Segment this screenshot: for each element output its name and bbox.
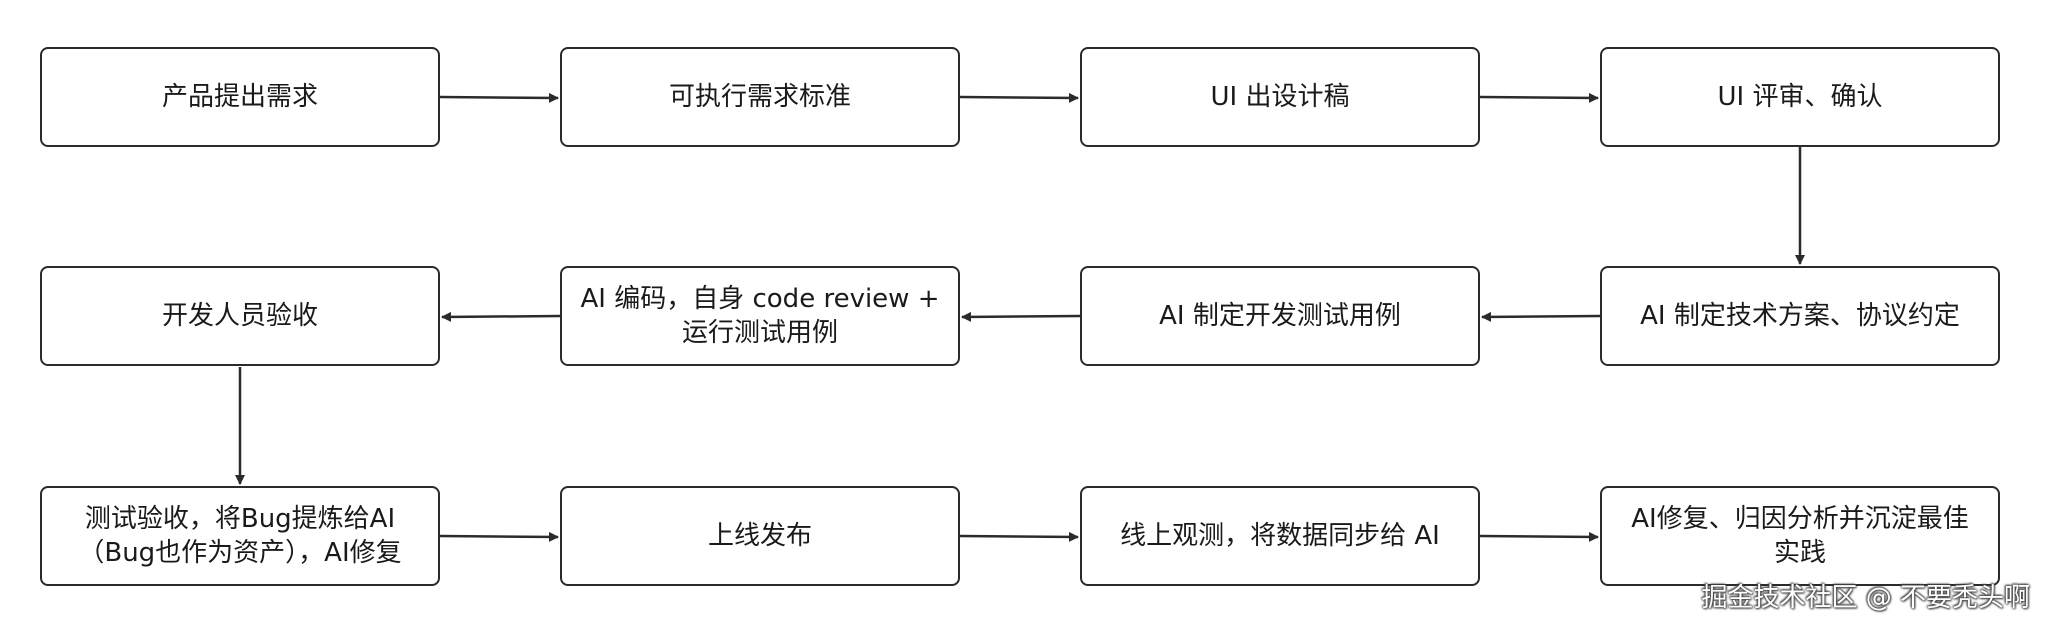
- node-ui-design[interactable]: UI 出设计稿: [1080, 47, 1480, 147]
- arrow-n2-n3: [959, 92, 1079, 103]
- node-label: AI 编码，自身 code review + 运行测试用例: [580, 284, 940, 348]
- node-release[interactable]: 上线发布: [560, 486, 960, 586]
- arrow-n7-n8: [441, 311, 561, 322]
- node-test-acceptance[interactable]: 测试验收，将Bug提炼给AI （Bug也作为资产），AI修复: [40, 486, 440, 586]
- node-label: 上线发布: [707, 521, 812, 551]
- arrow-n5-n6: [1481, 311, 1601, 322]
- node-ai-fix-analysis[interactable]: AI修复、归因分析并沉淀最佳 实践: [1600, 486, 2000, 586]
- node-label: UI 评审、确认: [1717, 82, 1883, 112]
- node-ai-test-cases[interactable]: AI 制定开发测试用例: [1080, 266, 1480, 366]
- arrow-n11-n12: [1479, 531, 1599, 542]
- node-label: AI 制定开发测试用例: [1159, 301, 1401, 331]
- node-label: UI 出设计稿: [1210, 82, 1350, 112]
- node-product-requirement[interactable]: 产品提出需求: [40, 47, 440, 147]
- node-ai-coding[interactable]: AI 编码，自身 code review + 运行测试用例: [560, 266, 960, 366]
- node-label: AI 制定技术方案、协议约定: [1640, 301, 1960, 331]
- node-label: 可执行需求标准: [668, 82, 851, 112]
- arrow-n1-n2: [439, 92, 559, 103]
- node-executable-standard[interactable]: 可执行需求标准: [560, 47, 960, 147]
- node-ai-tech-plan[interactable]: AI 制定技术方案、协议约定: [1600, 266, 2000, 366]
- node-online-observation[interactable]: 线上观测，将数据同步给 AI: [1080, 486, 1480, 586]
- node-label: 测试验收，将Bug提炼给AI （Bug也作为资产），AI修复: [78, 504, 402, 568]
- arrow-n6-n7: [961, 311, 1081, 322]
- node-label: 开发人员验收: [161, 301, 318, 331]
- node-label: 线上观测，将数据同步给 AI: [1120, 521, 1440, 551]
- arrow-n3-n4: [1479, 92, 1599, 103]
- node-label: 产品提出需求: [161, 82, 318, 112]
- node-ui-review[interactable]: UI 评审、确认: [1600, 47, 2000, 147]
- arrow-n9-n10: [439, 531, 559, 542]
- arrow-n10-n11: [959, 531, 1079, 542]
- watermark: 掘金技术社区 @ 不要秃头啊: [1701, 583, 2030, 613]
- node-label: AI修复、归因分析并沉淀最佳 实践: [1631, 504, 1969, 568]
- node-dev-acceptance[interactable]: 开发人员验收: [40, 266, 440, 366]
